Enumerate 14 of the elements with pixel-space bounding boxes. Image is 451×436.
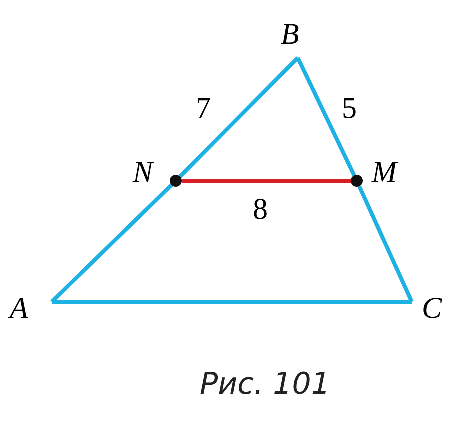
line-segment [182,179,351,183]
line-segment [52,300,412,304]
line-segment [50,184,174,304]
point-dot [351,175,363,187]
vertex-label: A [10,294,28,324]
line-segment [296,57,356,176]
line-segment [358,186,414,303]
vertex-label: B [281,20,300,50]
figure-caption: Рис. 101 [200,367,330,403]
point-dot [170,175,182,187]
point-label: M [372,158,397,188]
point-label: N [133,158,154,188]
line-segment [178,56,300,178]
vertex-label: C [422,294,442,324]
